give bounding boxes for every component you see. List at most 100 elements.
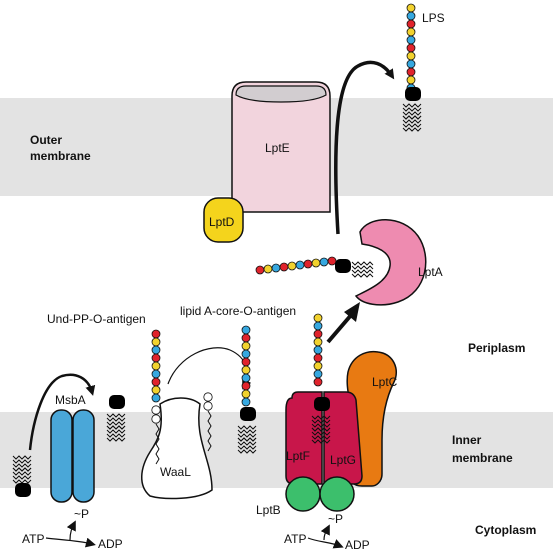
acyl-chain — [237, 437, 257, 442]
acyl-chain — [12, 459, 32, 464]
acyl-chain — [402, 107, 422, 112]
undecaprenyl-chain — [155, 423, 160, 465]
sugar-bead — [327, 256, 337, 266]
acyl-chain — [12, 471, 32, 476]
acyl-chain — [311, 423, 331, 428]
sugar-bead — [313, 353, 323, 363]
msba-flip-arrow — [28, 373, 96, 451]
phosphate-circle — [151, 414, 161, 424]
und-pp-o-antigen-label: Und-PP-O-antigen — [47, 312, 146, 326]
waal-protein — [141, 397, 213, 500]
lptc-label: LptC — [372, 375, 398, 389]
sugar-bead — [313, 369, 323, 379]
lipid-headgroup — [109, 395, 125, 409]
sugar-bead — [271, 263, 281, 273]
und-pp-released — [203, 392, 213, 452]
sugar-bead — [241, 341, 251, 351]
sugar-bead — [151, 377, 161, 387]
phosphate-circle — [203, 401, 213, 411]
acyl-chain — [311, 427, 331, 432]
lps-export-arrow — [334, 60, 395, 235]
sugar-bead — [151, 345, 161, 355]
acyl-chain — [351, 265, 374, 270]
waal-transfer-arrow — [167, 347, 252, 390]
lptd-protein — [203, 197, 244, 243]
acyl-chain — [106, 425, 126, 430]
acyl-chain — [12, 463, 32, 468]
pi-release-arrow-left — [66, 520, 76, 541]
msba-label: MsbA — [55, 393, 86, 407]
lpte-label: LptE — [265, 141, 290, 155]
lpta-label: LptA — [418, 265, 443, 279]
sugar-bead — [241, 389, 251, 399]
cytoplasm-label: Cytoplasm — [475, 523, 536, 537]
atp-label-right: ATP — [284, 532, 306, 546]
sugar-bead — [406, 35, 416, 45]
lpte-top-cap — [235, 85, 327, 103]
waal-label: WaaL — [160, 465, 191, 479]
acyl-chain — [237, 445, 257, 450]
sugar-bead — [241, 365, 251, 375]
acyl-chain — [106, 417, 126, 422]
outer-membrane-label: Outer membrane — [30, 133, 91, 163]
phosphate-circle — [151, 405, 161, 415]
lipid-headgroup — [405, 87, 421, 101]
undecaprenyl-chain — [207, 410, 212, 452]
lptg-label: LptG — [330, 453, 356, 467]
acyl-chain — [237, 433, 257, 438]
sugar-bead — [151, 329, 161, 339]
acyl-chain — [351, 261, 374, 266]
acyl-chain — [402, 115, 422, 120]
sugar-bead — [313, 345, 323, 355]
sugar-bead — [303, 259, 313, 269]
sugar-bead — [151, 361, 161, 371]
acyl-chain — [311, 439, 331, 444]
acyl-chain — [12, 455, 32, 460]
msba-subunit-left — [50, 409, 73, 503]
acyl-chain — [351, 269, 374, 274]
outer-membrane-label-line1: Outer — [30, 133, 62, 147]
acyl-chain — [12, 475, 32, 480]
sugar-bead — [313, 321, 323, 331]
sugar-bead — [279, 262, 289, 272]
phosphate-circle — [203, 392, 213, 402]
sugar-bead — [406, 51, 416, 61]
lptb-label: LptB — [256, 503, 281, 517]
acyl-chain — [311, 435, 331, 440]
lptfg-to-lpta-arrowhead — [344, 302, 360, 322]
acyl-chain — [106, 437, 126, 442]
acyl-chain — [402, 119, 422, 124]
sugar-bead — [313, 361, 323, 371]
lps-in-lptfg — [311, 313, 331, 444]
lpta-protein — [354, 219, 427, 306]
sugar-bead — [241, 357, 251, 367]
sugar-bead — [311, 258, 321, 268]
sugar-bead — [287, 261, 297, 271]
lptf-label: LptF — [286, 449, 310, 463]
sugar-bead — [241, 325, 251, 335]
lipid-headgroup — [240, 407, 256, 421]
lipid-headgroup — [314, 397, 330, 411]
acyl-chain — [311, 415, 331, 420]
atp-hydrolysis-arrow-left — [45, 537, 96, 548]
acyl-chain — [402, 111, 422, 116]
sugar-bead — [406, 3, 416, 13]
acyl-chain — [106, 433, 126, 438]
sugar-bead — [313, 329, 323, 339]
acyl-chain — [311, 419, 331, 424]
acyl-chain — [106, 413, 126, 418]
lipid-a-core-o-antigen — [237, 325, 257, 454]
sugar-bead — [241, 333, 251, 343]
msba-subunit-right — [72, 409, 95, 503]
atp-hydrolysis-arrow-right — [307, 537, 344, 549]
lipid-a-inner-leaflet — [12, 455, 32, 497]
sugar-bead — [406, 11, 416, 21]
sugar-bead — [151, 353, 161, 363]
acyl-chain — [402, 127, 422, 132]
lipid-headgroup — [335, 259, 351, 273]
acyl-chain — [402, 103, 422, 108]
acyl-chain — [237, 429, 257, 434]
inner-membrane-label-line2: membrane — [452, 451, 513, 465]
sugar-bead — [319, 257, 329, 267]
